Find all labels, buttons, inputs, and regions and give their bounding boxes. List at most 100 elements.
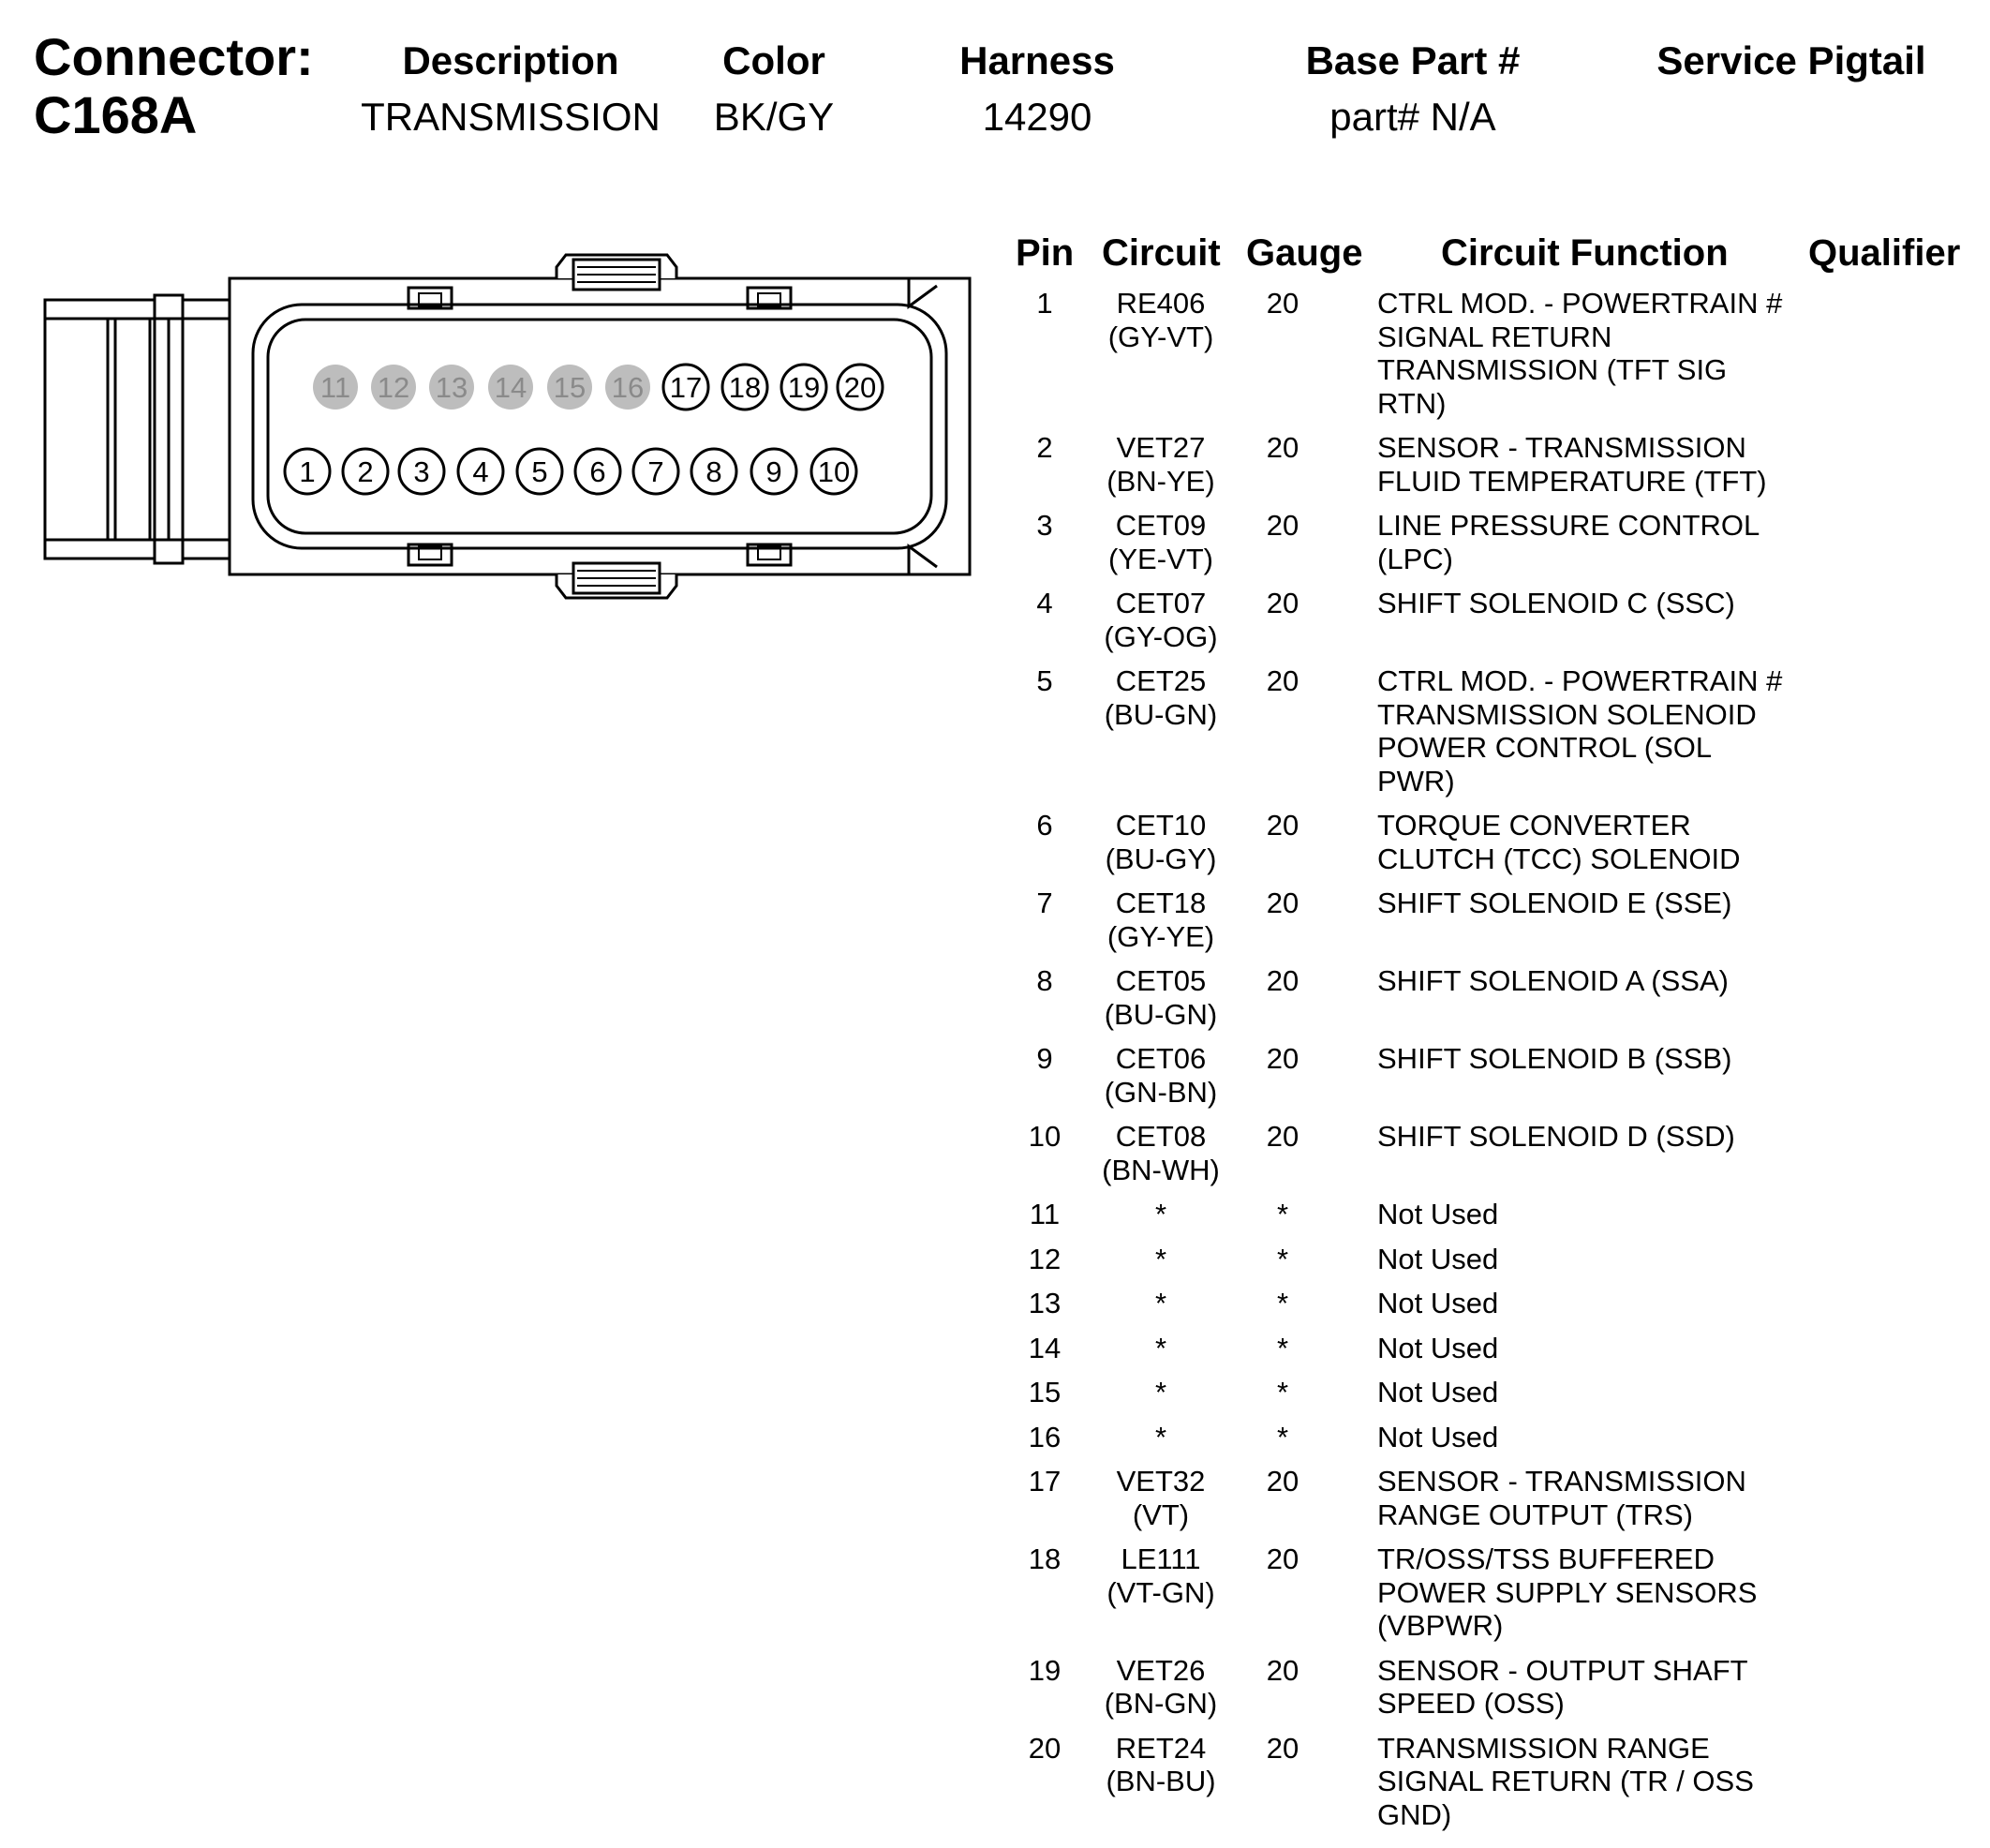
pin-label: 20 bbox=[844, 371, 876, 404]
wire-side-body bbox=[43, 298, 234, 560]
cell-qualifier bbox=[1818, 509, 1986, 575]
cell-circuit-function: SHIFT SOLENOID A (SSA) bbox=[1377, 964, 1729, 997]
cell-gauge: 20 bbox=[1266, 809, 1299, 842]
cell-pin: 3 bbox=[1036, 509, 1053, 542]
cell-qualifier bbox=[1818, 1198, 1986, 1231]
cell-pin: 13 bbox=[1028, 1287, 1062, 1319]
cell-circuit: * bbox=[1154, 1331, 1167, 1364]
cell-circuit-function: Not Used bbox=[1377, 1331, 1499, 1364]
pin-4: 4 bbox=[456, 447, 505, 496]
pin-11: 11 bbox=[313, 365, 358, 410]
pin-circle bbox=[720, 363, 769, 411]
pin-12: 12 bbox=[371, 365, 416, 410]
cell-qualifier bbox=[1818, 809, 1986, 875]
cell-circuit-function: SHIFT SOLENOID B (SSB) bbox=[1377, 1042, 1732, 1075]
cell-pin: 7 bbox=[1036, 887, 1053, 919]
service-pigtail-column: Service Pigtail bbox=[1656, 37, 1925, 94]
cell-gauge: 20 bbox=[1266, 287, 1299, 320]
cell-pin: 16 bbox=[1028, 1420, 1062, 1453]
cell-qualifier bbox=[1818, 664, 1986, 797]
cell-circuit: * bbox=[1154, 1242, 1167, 1275]
cell-gauge: * bbox=[1276, 1376, 1289, 1408]
cell-pin: 5 bbox=[1036, 664, 1053, 697]
pin-circle bbox=[661, 363, 710, 411]
pin-label: 7 bbox=[647, 455, 663, 488]
cell-circuit-function: LINE PRESSURE CONTROL(LPC) bbox=[1377, 509, 1760, 575]
pin-circle bbox=[488, 365, 533, 410]
cell-qualifier bbox=[1818, 1732, 1986, 1832]
pin-circle bbox=[836, 363, 884, 411]
cell-circuit: CET07(GY-OG) bbox=[1104, 587, 1218, 653]
service-pigtail-label: Service Pigtail bbox=[1656, 38, 1926, 82]
cell-qualifier bbox=[1818, 1287, 1986, 1320]
cell-gauge: 20 bbox=[1266, 887, 1299, 919]
description-label: Description bbox=[402, 38, 619, 82]
cell-pin: 12 bbox=[1028, 1242, 1062, 1275]
cell-gauge: 20 bbox=[1266, 1465, 1299, 1498]
col-header-circuit: Circuit bbox=[1102, 232, 1221, 274]
pin-circle bbox=[515, 447, 564, 496]
cell-gauge: 20 bbox=[1266, 587, 1299, 619]
connector-header: Connector: C168A Description TRANSMISSIO… bbox=[0, 28, 1990, 150]
pin-label: 14 bbox=[495, 371, 527, 404]
color-column: Color BK/GY bbox=[714, 37, 834, 141]
pin-label: 13 bbox=[436, 371, 468, 404]
cell-circuit: * bbox=[1154, 1287, 1167, 1319]
pin-circle bbox=[341, 447, 390, 496]
cell-circuit: CET18(GY-YE) bbox=[1106, 887, 1215, 953]
pin-15: 15 bbox=[547, 365, 592, 410]
pin-19: 19 bbox=[780, 363, 828, 411]
cell-gauge: 20 bbox=[1266, 964, 1299, 997]
cell-circuit: * bbox=[1154, 1420, 1167, 1453]
pin-circle bbox=[313, 365, 358, 410]
cell-circuit-function: Not Used bbox=[1377, 1287, 1499, 1319]
pin-circle bbox=[573, 447, 622, 496]
table-row: 14**Not Used bbox=[1014, 1332, 1990, 1365]
pin-label: 12 bbox=[378, 371, 409, 404]
cell-qualifier bbox=[1818, 1542, 1986, 1643]
cell-qualifier bbox=[1818, 431, 1986, 498]
cell-gauge: * bbox=[1276, 1331, 1289, 1364]
cell-circuit-function: Not Used bbox=[1377, 1198, 1499, 1230]
cell-pin: 15 bbox=[1028, 1376, 1062, 1408]
cell-pin: 6 bbox=[1036, 809, 1053, 842]
connector-title: Connector: C168A bbox=[34, 28, 314, 144]
cell-circuit: CET05(BU-GN) bbox=[1104, 964, 1218, 1031]
pin-circle bbox=[429, 365, 474, 410]
table-row: 16**Not Used bbox=[1014, 1421, 1990, 1454]
pin-label: 6 bbox=[589, 455, 605, 488]
pin-label: 4 bbox=[472, 455, 488, 488]
cell-circuit: * bbox=[1154, 1198, 1167, 1230]
base-part-value: part# N/A bbox=[1329, 95, 1496, 139]
cell-circuit-function: SHIFT SOLENOID D (SSD) bbox=[1377, 1120, 1735, 1153]
cell-gauge: 20 bbox=[1266, 1042, 1299, 1075]
pin-circle bbox=[547, 365, 592, 410]
harness-label: Harness bbox=[959, 38, 1115, 82]
pin-14: 14 bbox=[488, 365, 533, 410]
cell-gauge: 20 bbox=[1266, 1653, 1299, 1687]
pin-2: 2 bbox=[341, 447, 390, 496]
pin-circle bbox=[397, 447, 446, 496]
col-header-circuit-function: Circuit Function bbox=[1441, 232, 1729, 274]
cell-pin: 19 bbox=[1028, 1653, 1062, 1687]
cell-pin: 20 bbox=[1028, 1731, 1062, 1765]
cell-qualifier bbox=[1818, 887, 1986, 953]
cell-qualifier bbox=[1818, 1654, 1986, 1721]
cell-pin: 8 bbox=[1036, 964, 1053, 997]
pin-18: 18 bbox=[720, 363, 769, 411]
pin-circle bbox=[283, 447, 332, 496]
pin-17: 17 bbox=[661, 363, 710, 411]
cavity-outline-outer bbox=[251, 303, 948, 550]
cell-gauge: 20 bbox=[1266, 1542, 1299, 1575]
bottom-tab-left-inner bbox=[418, 545, 442, 560]
top-tab-right-inner bbox=[757, 292, 781, 307]
cell-circuit: * bbox=[1154, 1376, 1167, 1408]
cell-pin: 9 bbox=[1036, 1042, 1053, 1075]
